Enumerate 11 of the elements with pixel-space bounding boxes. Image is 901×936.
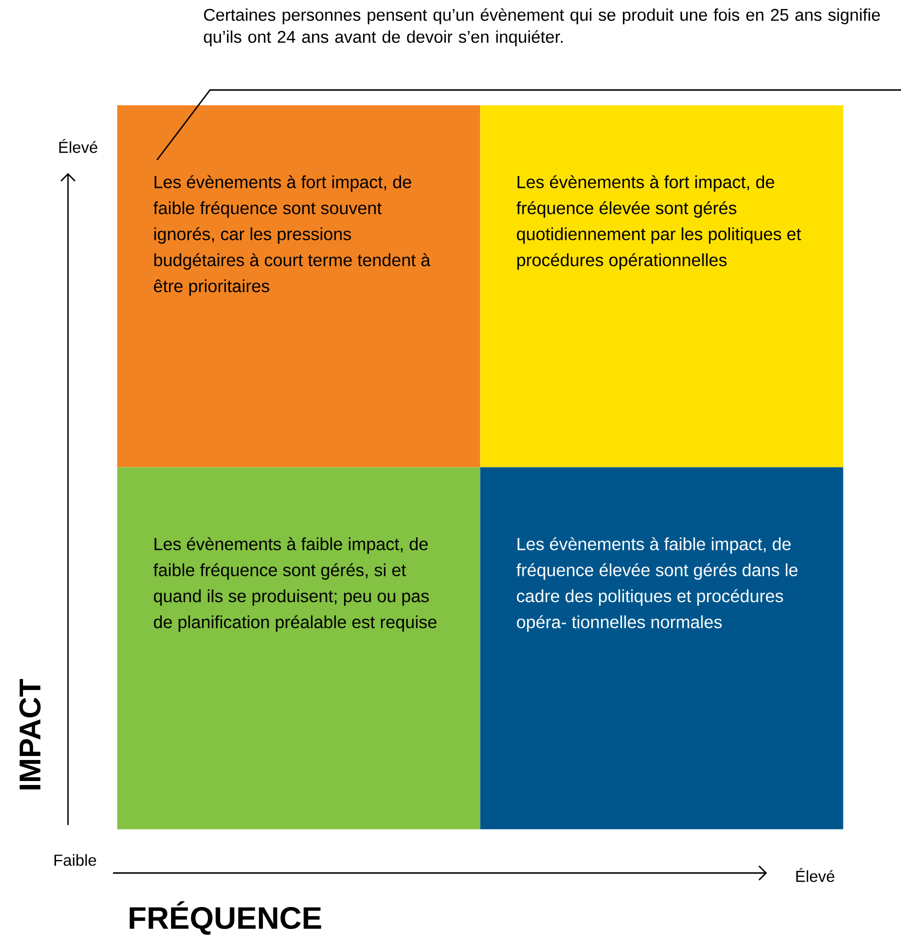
- leader-line: [156, 89, 901, 160]
- quadrant-box: Les évènements à faible impact, de fréquence élevée sont gérés dans le cadre des politiques et procédures opéra- tionnelles normales: [480, 467, 844, 830]
- callout-text: Certaines personnes pensent qu’un évènement qui se produit une fois en 25 ans signifie qu’ils ont 24 ans avant de devoir s’en inquiéter.: [204, 8, 880, 46]
- quadrant-box: Les évènements à faible impact, de faible fréquence sont gérés, si et quand ils se produisent; peu ou pas de planification préalable est requise: [117, 467, 480, 830]
- axis-title: IMPACT: [19, 678, 41, 790]
- axis-label: Élevé: [59, 138, 98, 154]
- quadrant-box: Les évènements à fort impact, de faible fréquence sont souvent ignorés, car les pressions budgétaires à court terme tendent à être prioritaires: [117, 105, 480, 468]
- quadrant-box: Les évènements à fort impact, de fréquence élevée sont gérés quotidiennement par les politiques et procédures opérationnelles: [480, 105, 844, 468]
- axis-title: FRÉQUENCE: [130, 901, 322, 935]
- axis-label: Élevé: [796, 868, 834, 882]
- axis-label: Faible: [54, 854, 96, 866]
